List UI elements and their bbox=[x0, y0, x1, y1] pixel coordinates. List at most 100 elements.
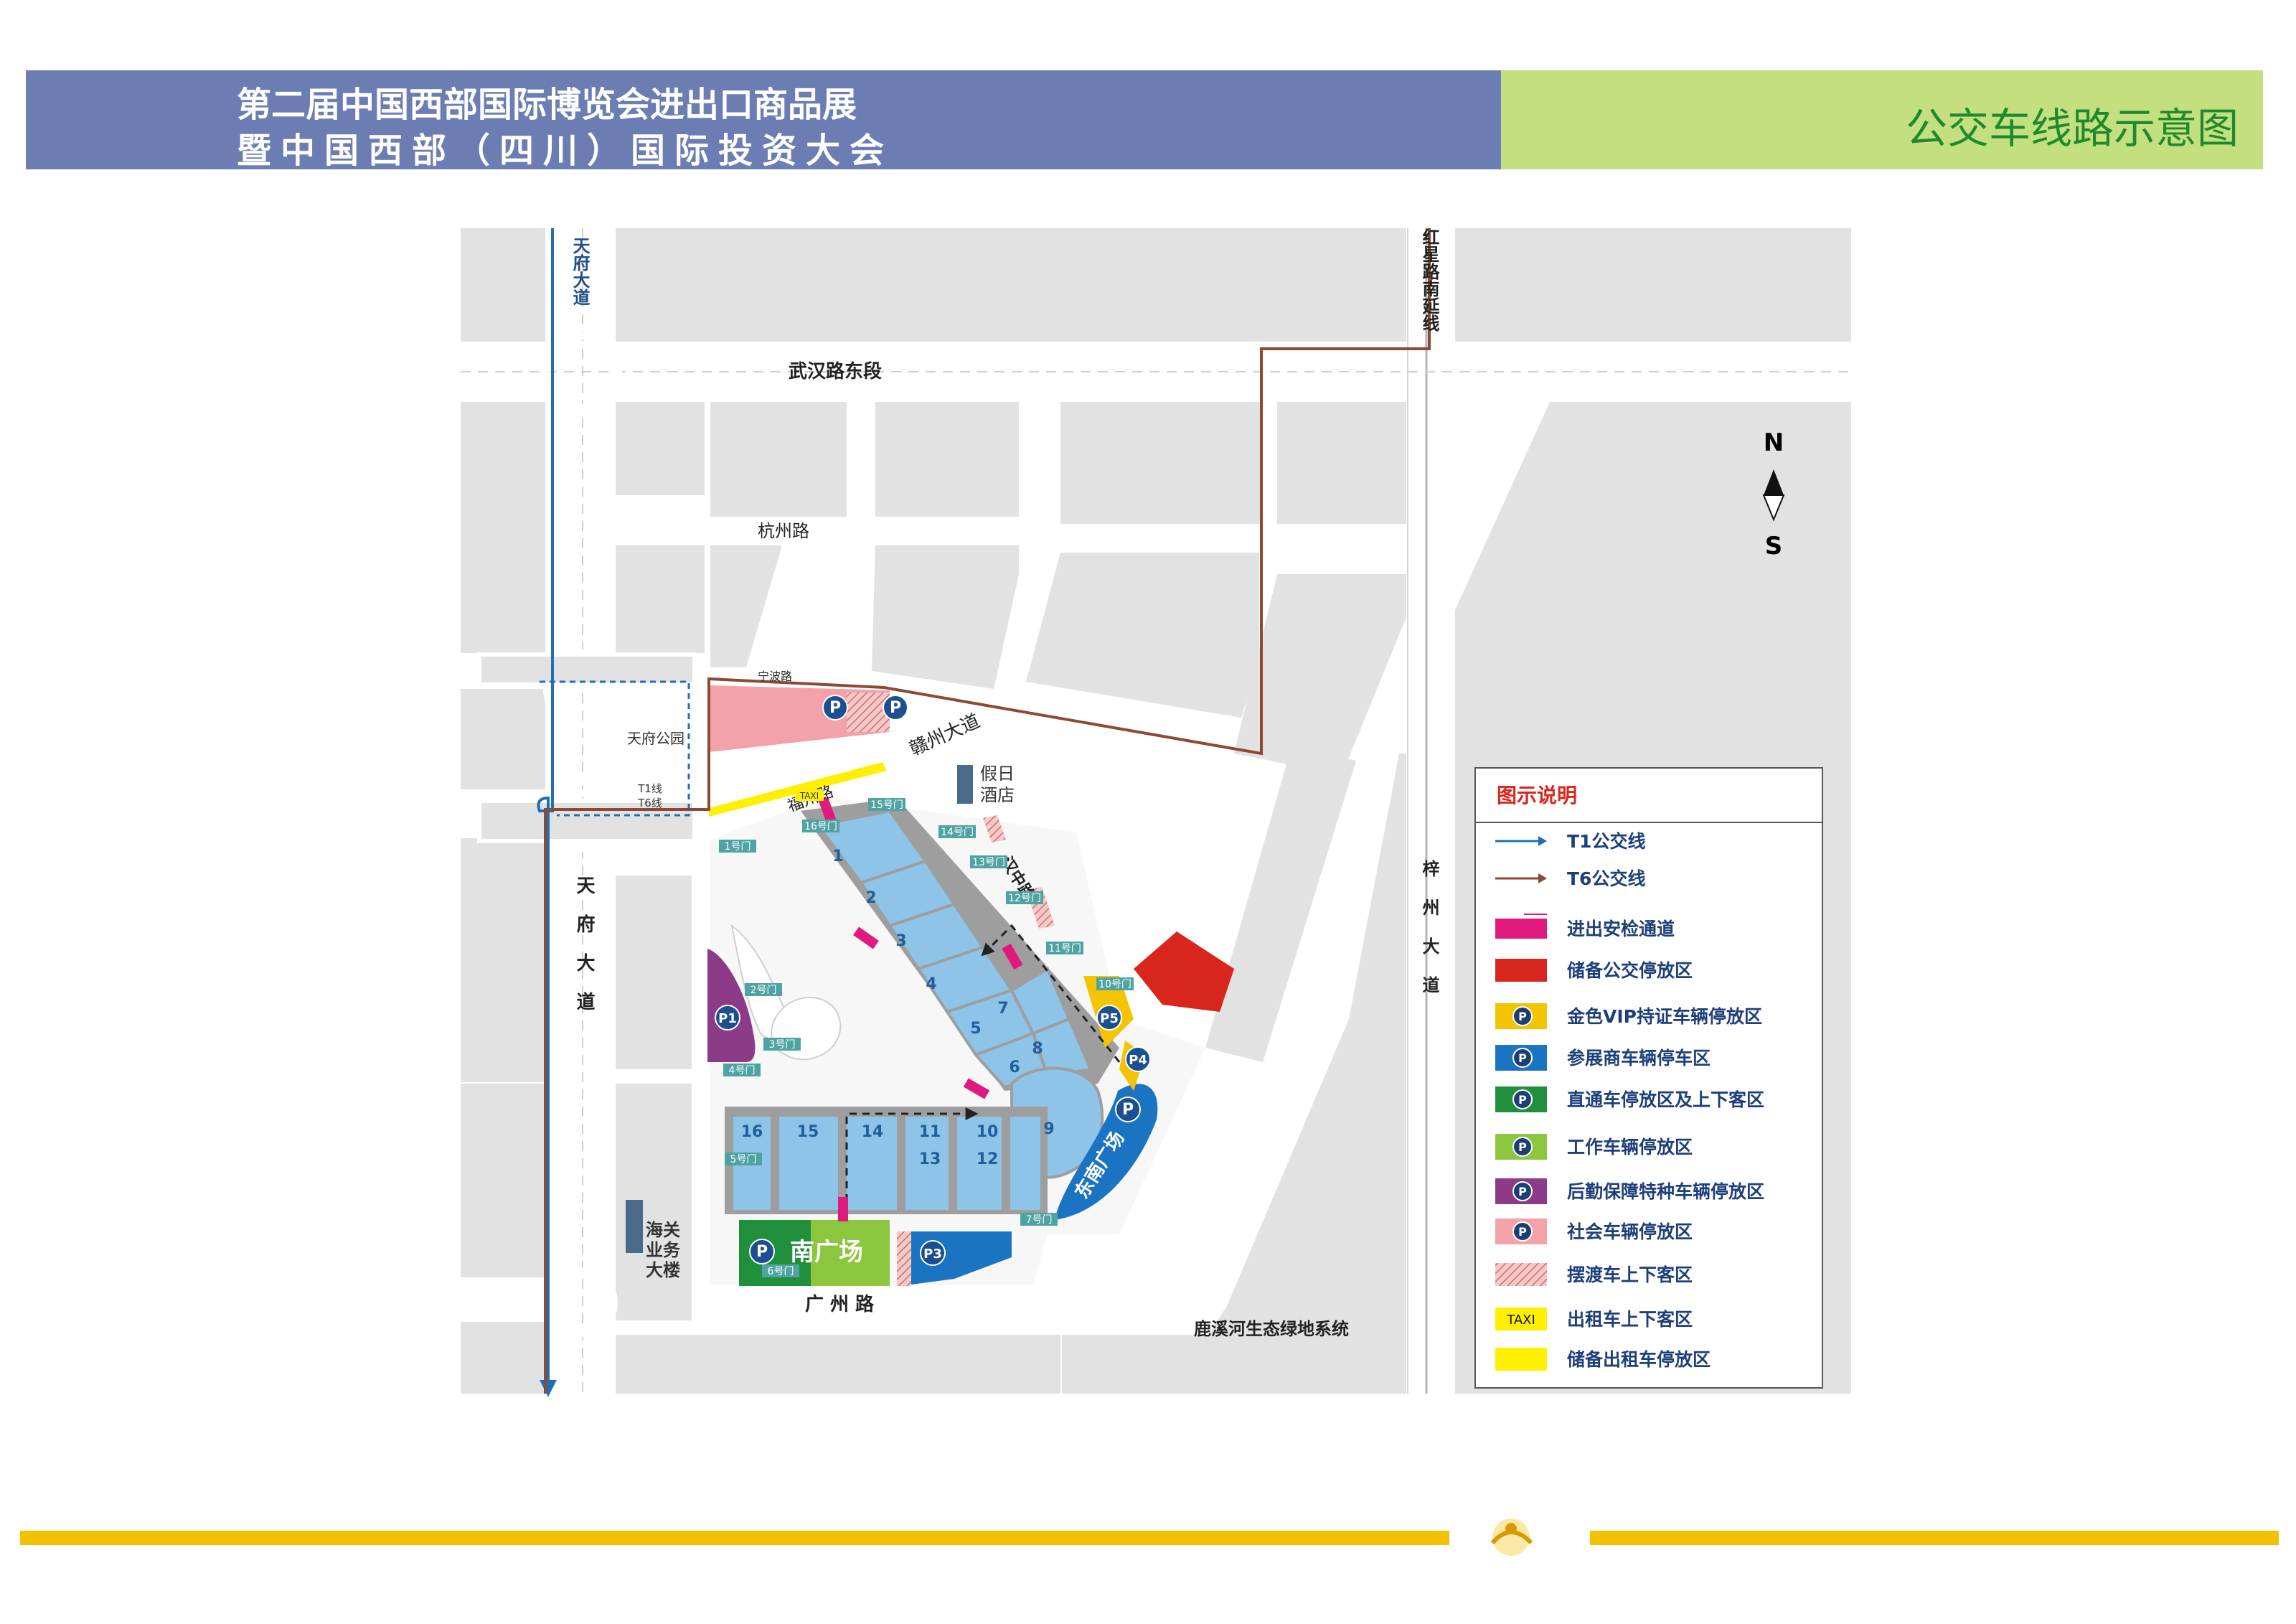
gate-label-12: 15号门 bbox=[870, 799, 903, 811]
legend-item-2: 进出安检通道 bbox=[1495, 914, 1675, 939]
hall-1-label: 1 bbox=[832, 848, 843, 865]
customs-line2: 业务 bbox=[646, 1240, 681, 1260]
gate-bg-12 bbox=[868, 798, 905, 811]
gate-bg-3 bbox=[723, 1064, 761, 1076]
parking-label-3: P5 bbox=[1100, 1011, 1119, 1026]
road-wuhan: 武汉路东段 bbox=[789, 360, 882, 382]
legend-item-7: P 工作车辆停放区 bbox=[1495, 1134, 1693, 1160]
gate-label-10: 13号门 bbox=[972, 857, 1005, 868]
parking-icon-1 bbox=[920, 1240, 946, 1266]
compass: N S bbox=[1762, 428, 1785, 560]
legend-item-10: 摆渡车上下客区 bbox=[1495, 1263, 1693, 1286]
gate-bg-5 bbox=[762, 1264, 799, 1277]
road-hongxing: 红星路南延线 bbox=[1419, 227, 1440, 332]
legend-item-12: 储备出租车停放区 bbox=[1495, 1348, 1711, 1371]
gate-label-2: 3号门 bbox=[769, 1039, 796, 1051]
parking-label-2: P4 bbox=[1129, 1053, 1147, 1068]
compass-south: S bbox=[1765, 532, 1783, 560]
legend-item-1: T6公交线 bbox=[1495, 868, 1645, 889]
parking-label-1: P3 bbox=[923, 1247, 942, 1262]
bus-stop-t6: T6线 bbox=[637, 797, 662, 809]
road-ningbo: 宁波路 bbox=[758, 670, 792, 683]
header-title-line1: 第二届中国西部国际博览会进出口商品展 bbox=[237, 85, 857, 125]
parking-label-0: P1 bbox=[718, 1011, 737, 1026]
gate-label-13: 16号门 bbox=[804, 821, 837, 832]
svg-text:TAXI: TAXI bbox=[1506, 1313, 1535, 1328]
hall-13-label: 13 bbox=[919, 1150, 941, 1168]
gate-bg-9 bbox=[1006, 891, 1043, 904]
gate-bg-7 bbox=[1096, 977, 1134, 990]
hall-8-label: 8 bbox=[1032, 1040, 1043, 1058]
road-tianfu-top: 天府大道 bbox=[570, 237, 590, 306]
footer-logo bbox=[1490, 1519, 1533, 1556]
hall-6-label: 6 bbox=[1009, 1059, 1020, 1076]
parking-label-6: P bbox=[1122, 1101, 1134, 1119]
gate-label-7: 10号门 bbox=[1098, 979, 1131, 990]
legend-label-0: T1公交线 bbox=[1567, 831, 1645, 852]
legend-label-2: 进出安检通道 bbox=[1567, 919, 1675, 939]
legend-label-6: 直通车停放区及上下客区 bbox=[1567, 1089, 1764, 1110]
legend-title: 图示说明 bbox=[1497, 784, 1577, 807]
parking-icon-4 bbox=[822, 695, 848, 721]
hall-16-label: 16 bbox=[741, 1123, 763, 1141]
taxi-mark: TAXI bbox=[799, 791, 819, 801]
gate-bg-10 bbox=[970, 855, 1007, 868]
legend-label-4: 金色VIP持证车辆停放区 bbox=[1566, 1006, 1762, 1027]
south-plaza-label: 南广场 bbox=[790, 1238, 863, 1267]
svg-text:P: P bbox=[1518, 1051, 1527, 1065]
parking-label-4: P bbox=[829, 699, 841, 717]
legend-item-11: TAXI 出租车上下客区 bbox=[1495, 1308, 1693, 1330]
parking-label-7: P bbox=[756, 1243, 768, 1261]
parking-icon-2 bbox=[1125, 1046, 1151, 1072]
hall-15-label: 15 bbox=[797, 1123, 819, 1141]
parking-icon-6 bbox=[1115, 1097, 1141, 1122]
legend-label-10: 摆渡车上下客区 bbox=[1567, 1264, 1693, 1285]
gate-label-6: 7号门 bbox=[1026, 1214, 1053, 1226]
gate-label-8: 11号门 bbox=[1048, 943, 1081, 954]
legend-label-12: 储备出租车停放区 bbox=[1567, 1349, 1711, 1370]
hall-3-label: 3 bbox=[895, 932, 906, 950]
hall-14-label: 14 bbox=[862, 1123, 884, 1141]
footer-bar-left bbox=[20, 1531, 1449, 1545]
gate-label-3: 4号门 bbox=[729, 1065, 756, 1076]
header-title-line2: 暨中国西部（四川）国际投资大会 bbox=[237, 131, 894, 171]
staff-parking bbox=[811, 1220, 890, 1286]
gate-label-1: 2号门 bbox=[751, 985, 777, 996]
green-area-label: 鹿溪河生态绿地系统 bbox=[1194, 1319, 1349, 1339]
hall-7-label: 7 bbox=[997, 1000, 1008, 1018]
gate-bg-1 bbox=[745, 983, 782, 996]
gate-label-0: 1号门 bbox=[725, 841, 751, 853]
place-tianfu-park: 天府公园 bbox=[627, 730, 684, 747]
customs-line1: 海关 bbox=[646, 1220, 680, 1240]
exhibition-site bbox=[707, 685, 1234, 1286]
hall-4-label: 4 bbox=[926, 975, 936, 993]
compass-north: N bbox=[1764, 428, 1784, 457]
bus-reserve-area bbox=[1134, 931, 1234, 1012]
road-hangzhou: 杭州路 bbox=[758, 521, 809, 541]
hall-9-label: 9 bbox=[1043, 1120, 1054, 1138]
header-banner-left bbox=[26, 70, 1501, 169]
gate-label-5: 6号门 bbox=[768, 1266, 794, 1277]
parking-label-5: P bbox=[890, 699, 901, 717]
hall-2-label: 2 bbox=[865, 889, 876, 907]
legend-label-7: 工作车辆停放区 bbox=[1567, 1137, 1693, 1158]
svg-text:P: P bbox=[1518, 1140, 1527, 1154]
hall-12-label: 12 bbox=[977, 1150, 999, 1168]
bus-stop-t1: T1线 bbox=[637, 782, 662, 795]
t1-route-line bbox=[537, 228, 557, 1397]
legend-label-5: 参展商车辆停车区 bbox=[1567, 1048, 1711, 1069]
legend-item-5: P 参展商车辆停车区 bbox=[1495, 1045, 1711, 1071]
gate-label-9: 12号门 bbox=[1008, 893, 1041, 904]
gate-labels: 1号门2号门3号门4号门5号门6号门7号门10号门11号门12号门13号门14号… bbox=[719, 798, 1134, 1277]
legend-label-11: 出租车上下客区 bbox=[1567, 1309, 1693, 1330]
svg-text:P: P bbox=[1518, 1225, 1527, 1239]
header-subtitle: 公交车线路示意图 bbox=[1905, 104, 2239, 153]
